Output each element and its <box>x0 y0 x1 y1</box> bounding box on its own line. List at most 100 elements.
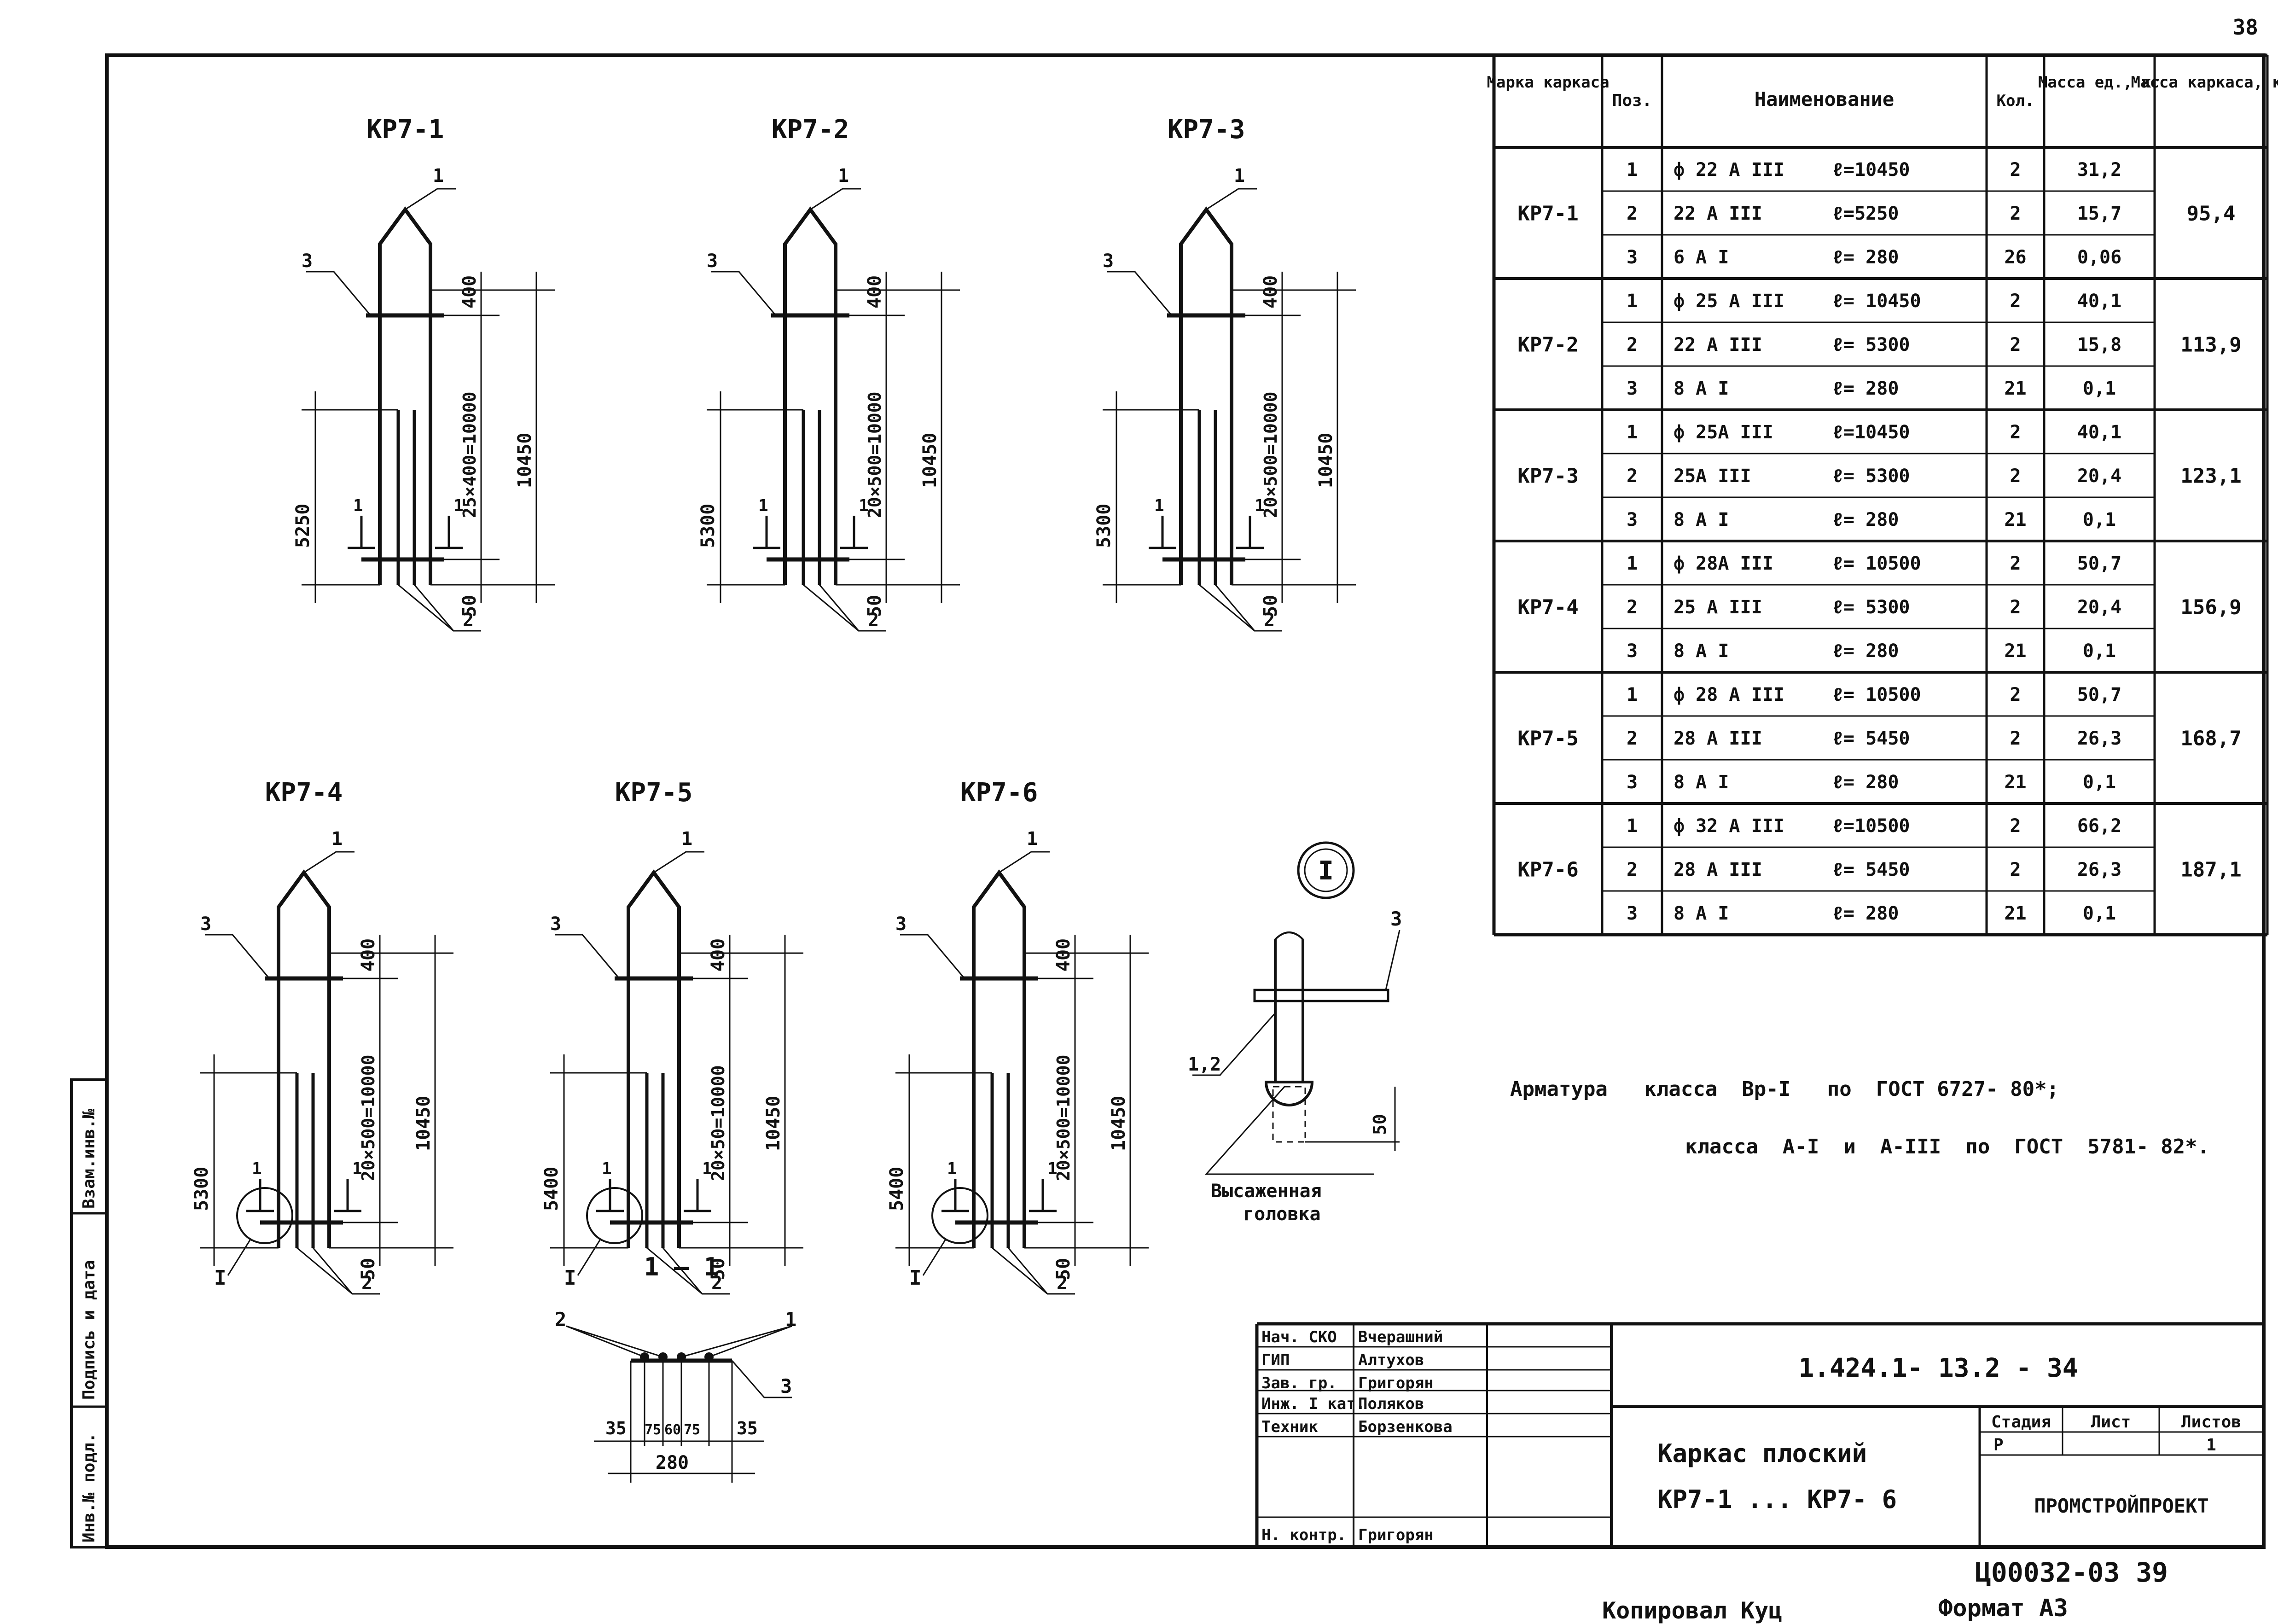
tb-role: Зав. гр. <box>1261 1374 1337 1392</box>
row-len: ℓ= 280 <box>1832 378 1899 399</box>
group-mass: 113,9 <box>2180 333 2241 357</box>
detail-circle <box>236 1187 293 1244</box>
section-pos-1: 1 <box>785 1308 796 1331</box>
row-dia: 8 А I <box>1674 772 1729 793</box>
leader <box>999 851 1050 873</box>
stamp-inv-orig: Инв.№ подл. <box>80 1433 99 1543</box>
dim-total: 10450 <box>919 433 941 488</box>
dim-bar2: 5300 <box>191 1167 212 1211</box>
detail-mark: I <box>1318 856 1334 886</box>
pos-2-label: 2 <box>1057 1273 1068 1294</box>
sheets-header: Листов <box>2181 1413 2241 1432</box>
pos-1-label: 1 <box>331 828 343 850</box>
group-mass: 123,1 <box>2180 465 2241 488</box>
row-pos: 3 <box>1627 509 1638 530</box>
row-qty: 21 <box>2004 509 2026 530</box>
row-qty: 21 <box>2004 640 2026 662</box>
leader <box>1215 584 1255 631</box>
row-mass: 0,06 <box>2077 247 2121 268</box>
row-pos: 2 <box>1627 334 1638 355</box>
row-qty: 21 <box>2004 378 2026 399</box>
leader <box>303 851 354 873</box>
dim-bottom: 50 <box>358 1258 379 1280</box>
row-mass: 20,4 <box>2077 466 2121 487</box>
leader <box>306 271 372 316</box>
leader <box>577 1238 602 1276</box>
stage-value: Р <box>1993 1436 2004 1455</box>
sec-mark-label: 1 <box>1047 1159 1058 1178</box>
frame-label: КР7-5 <box>615 778 693 808</box>
row-mass: 40,1 <box>2077 422 2121 443</box>
doc-title-2: КР7-1 ... КР7- 6 <box>1657 1485 1897 1514</box>
row-dia: ф 25 А III <box>1674 291 1784 312</box>
leader <box>1007 1247 1048 1294</box>
main-bar <box>378 206 432 585</box>
row-pos: 1 <box>1627 684 1638 705</box>
table-header-2: Наименование <box>1755 88 1894 111</box>
leader <box>922 1238 947 1276</box>
note-line-1: Арматура класса Вр-I по ГОСТ 6727- 80*; <box>1510 1077 2059 1101</box>
main-bar <box>627 869 681 1248</box>
group-mark: КР7-4 <box>1517 596 1578 619</box>
row-qty: 2 <box>2010 159 2021 180</box>
side-stamp: Инв.№ подл. Подпись и дата Взам.инв.№ <box>70 1078 108 1548</box>
group-mark: КР7-6 <box>1517 858 1578 882</box>
dim-top: 400 <box>358 938 379 972</box>
row-mass: 26,3 <box>2077 728 2121 749</box>
sec-mark-label: 1 <box>947 1159 957 1178</box>
dim-spacing: 20×500=10000 <box>1261 391 1281 518</box>
row-qty: 26 <box>2004 247 2026 268</box>
row-qty: 2 <box>2010 422 2021 443</box>
row-qty: 2 <box>2010 203 2021 224</box>
leader <box>205 934 270 979</box>
row-dia: 25 А III <box>1674 597 1762 618</box>
dim-bottom: 50 <box>459 595 480 617</box>
detail-caption-1: Высаженная <box>1211 1181 1322 1202</box>
leader <box>662 1247 703 1294</box>
sec-mark-label: 1 <box>453 496 464 515</box>
row-dia: 25А III <box>1674 466 1751 487</box>
pos-3-label: 3 <box>1103 250 1114 272</box>
detail-ref-label: I <box>909 1266 922 1290</box>
pos-2-label: 2 <box>463 610 474 631</box>
detail-ref-label: I <box>564 1266 576 1290</box>
frame-label: КР7-6 <box>960 778 1038 808</box>
section-dim-total: 280 <box>656 1452 689 1473</box>
row-dia: 8 А I <box>1674 509 1729 530</box>
dim-spacing: 20×500=10000 <box>1053 1054 1074 1181</box>
pos-2-label: 2 <box>361 1273 372 1294</box>
row-dia: ф 25А III <box>1674 422 1773 443</box>
leader <box>1206 188 1257 210</box>
page-number: 38 <box>2233 15 2258 40</box>
row-len: ℓ= 280 <box>1832 247 1899 268</box>
row-len: ℓ= 280 <box>1832 509 1899 530</box>
dim-bottom: 50 <box>708 1258 729 1280</box>
row-len: ℓ= 5300 <box>1832 334 1910 355</box>
pos-3-label: 3 <box>550 914 561 935</box>
pos-1-label: 1 <box>838 165 849 186</box>
pos-3-label: 3 <box>200 914 211 935</box>
leader <box>819 584 860 631</box>
dim-top: 400 <box>1260 275 1281 309</box>
dim-bar2: 5300 <box>1093 504 1115 548</box>
row-mass: 26,3 <box>2077 859 2121 880</box>
tb-name: Поляков <box>1358 1395 1424 1413</box>
row-pos: 3 <box>1627 378 1638 399</box>
dim-spacing: 20×50=10000 <box>708 1065 728 1181</box>
leader <box>405 188 456 210</box>
tb-name: Алтухов <box>1358 1351 1424 1369</box>
format-label: Формат А3 <box>1938 1595 2068 1622</box>
section-dim-75a: 75 <box>645 1422 661 1438</box>
row-mass: 31,2 <box>2077 159 2121 180</box>
dim-total: 10450 <box>413 1096 434 1151</box>
row-qty: 2 <box>2010 859 2021 880</box>
row-len: ℓ=5250 <box>1832 203 1899 224</box>
row-pos: 1 <box>1627 422 1638 443</box>
tb-role: Техник <box>1261 1418 1318 1436</box>
stage-header: Стадия <box>1991 1413 2051 1432</box>
